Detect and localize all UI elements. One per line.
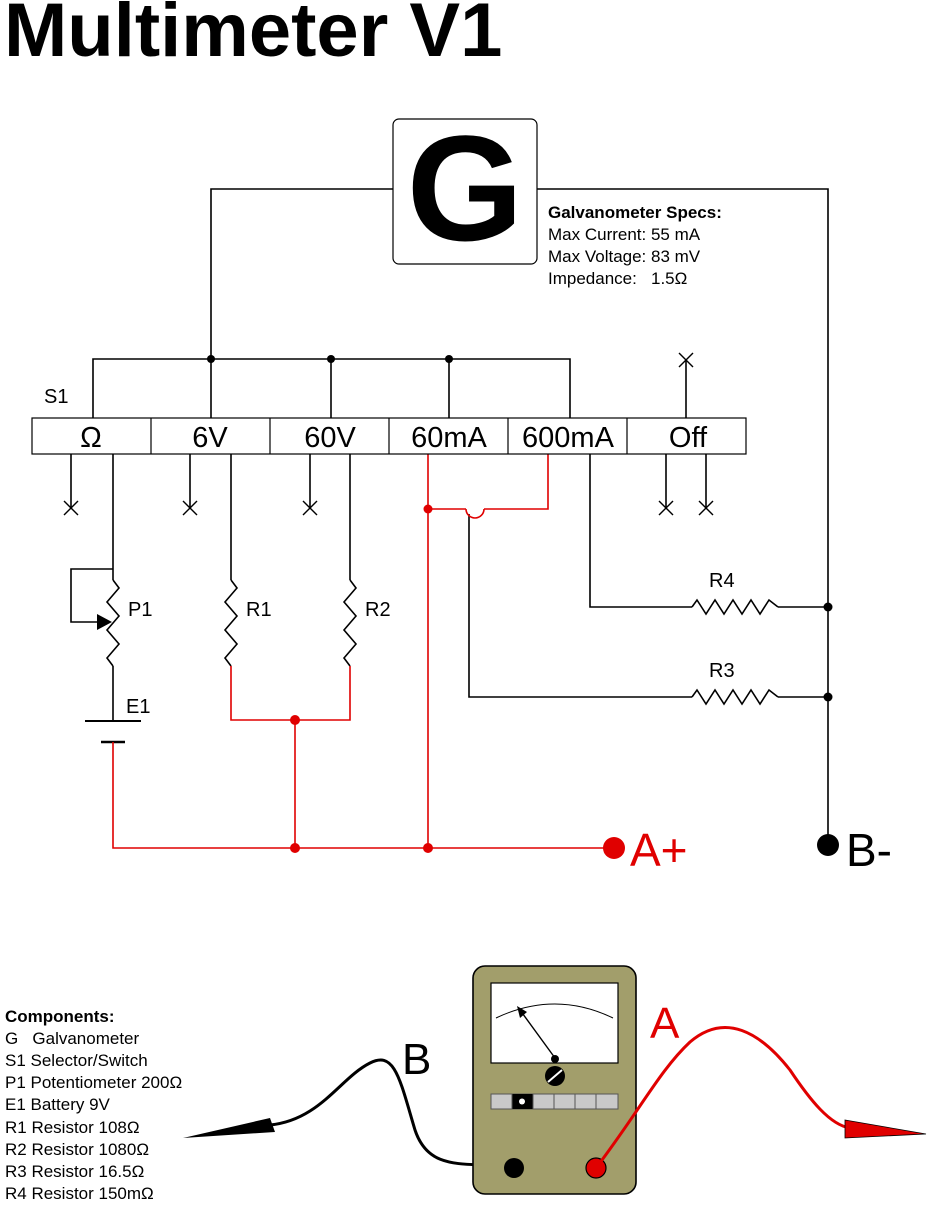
component-item: S1 Selector/Switch (5, 1051, 148, 1070)
component-item: R3 Resistor 16.5Ω (5, 1162, 144, 1181)
switch-position-60ma: 60mA (411, 422, 487, 454)
label-r4: R4 (709, 570, 735, 592)
component-item: P1 Potentiometer 200Ω (5, 1073, 182, 1092)
switch-position-ohm: Ω (80, 422, 102, 454)
no-connect-markers (63, 352, 714, 516)
label-p1: P1 (128, 599, 152, 621)
terminal-b-minus-label: B- (846, 824, 892, 876)
switch-label: S1 (44, 386, 68, 408)
component-item: R2 Resistor 1080Ω (5, 1140, 149, 1159)
component-item: G Galvanometer (5, 1029, 140, 1048)
switch-position-60v: 60V (304, 422, 356, 454)
terminal-a-plus: A+ (603, 824, 688, 876)
black-wiring (70, 188, 833, 845)
switch-position-off: Off (669, 422, 708, 454)
switch-position-6v: 6V (192, 422, 228, 454)
components-title: Components: (5, 1007, 115, 1026)
galvanometer-symbol: G (407, 104, 524, 272)
component-item: R1 Resistor 108Ω (5, 1118, 140, 1137)
component-item: E1 Battery 9V (5, 1095, 111, 1114)
page-title: Multimeter V1 (4, 0, 502, 73)
probe-a-label: A (650, 999, 680, 1048)
selector-switch: Ω 6V 60V 60mA 600mA Off (31, 417, 747, 455)
spec-max-current: Max Current: 55 mA (548, 225, 701, 244)
switch-position-600ma: 600mA (522, 422, 615, 454)
component-item: R4 Resistor 150mΩ (5, 1184, 154, 1203)
probe-b-label: B (402, 1035, 431, 1084)
galvanometer-specs: Galvanometer Specs: Max Current: 55 mA M… (548, 203, 722, 288)
label-e1: E1 (126, 696, 150, 718)
label-r3: R3 (709, 660, 735, 682)
red-wiring (112, 454, 614, 853)
terminal-a-plus-label: A+ (630, 824, 688, 876)
meter-illustration: B A (183, 965, 927, 1195)
spec-impedance: Impedance: 1.5Ω (548, 269, 687, 288)
label-r2: R2 (365, 599, 391, 621)
components-list: Components: G Galvanometer S1 Selector/S… (5, 1007, 182, 1203)
label-r1: R1 (246, 599, 272, 621)
terminal-b-minus: B- (817, 824, 892, 876)
galvanometer: G (392, 104, 538, 272)
spec-max-voltage: Max Voltage: 83 mV (548, 247, 701, 266)
specs-title: Galvanometer Specs: (548, 203, 722, 222)
